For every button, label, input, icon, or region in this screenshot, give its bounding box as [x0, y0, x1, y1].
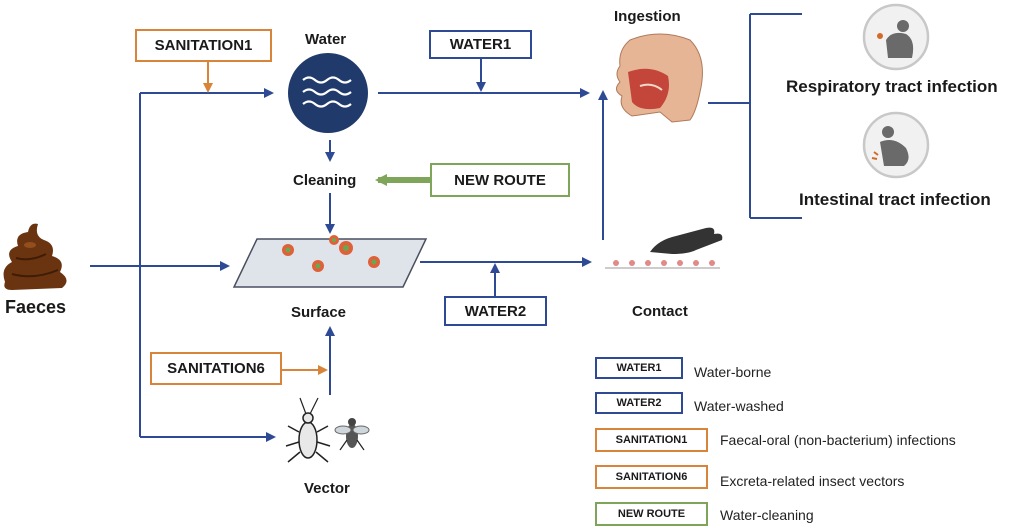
legend-key-water2: WATER2: [595, 392, 683, 414]
ingestion-label: Ingestion: [614, 8, 681, 25]
vector-label: Vector: [304, 480, 350, 497]
legend-key-sanitation6: SANITATION6: [595, 465, 708, 489]
flow-arrows: [90, 13, 802, 442]
water1-box: WATER1: [429, 30, 532, 59]
faeces-icon: [3, 223, 67, 290]
surface-label: Surface: [291, 304, 347, 321]
legend-key-new-route: NEW ROUTE: [595, 502, 708, 526]
legend-desc-water2: Water-washed: [694, 398, 784, 414]
water2-box: WATER2: [444, 296, 547, 326]
water-label: Water: [305, 31, 347, 48]
fly-icon: [334, 418, 370, 451]
cleaning-label: Cleaning: [293, 172, 357, 189]
legend-key-sanitation1: SANITATION1: [595, 428, 708, 452]
head-icon: [616, 33, 703, 123]
respiratory-icon: [862, 3, 930, 71]
sanitation6-box: SANITATION6: [150, 352, 282, 385]
intestinal-label: Intestinal tract infection: [799, 190, 991, 209]
legend-desc-water1: Water-borne: [694, 364, 772, 380]
legend-desc-new-route: Water-cleaning: [720, 507, 814, 523]
water-icon: [288, 53, 368, 133]
contact-icon: [605, 227, 723, 269]
legend-desc-sanitation1: Faecal-oral (non-bacterium) infections: [720, 432, 956, 448]
legend-desc-sanitation6: Excreta-related insect vectors: [720, 473, 905, 489]
surface-icon: [232, 235, 428, 288]
faeces-label: Faeces: [5, 297, 67, 317]
contact-label: Contact: [632, 303, 688, 320]
cockroach-icon: [285, 397, 331, 463]
sanitation1-box: SANITATION1: [135, 29, 272, 62]
intestinal-icon: [862, 111, 930, 179]
legend-key-water1: WATER1: [595, 357, 683, 379]
new-route-box: NEW ROUTE: [430, 163, 570, 197]
respiratory-label: Respiratory tract infection: [786, 77, 998, 96]
